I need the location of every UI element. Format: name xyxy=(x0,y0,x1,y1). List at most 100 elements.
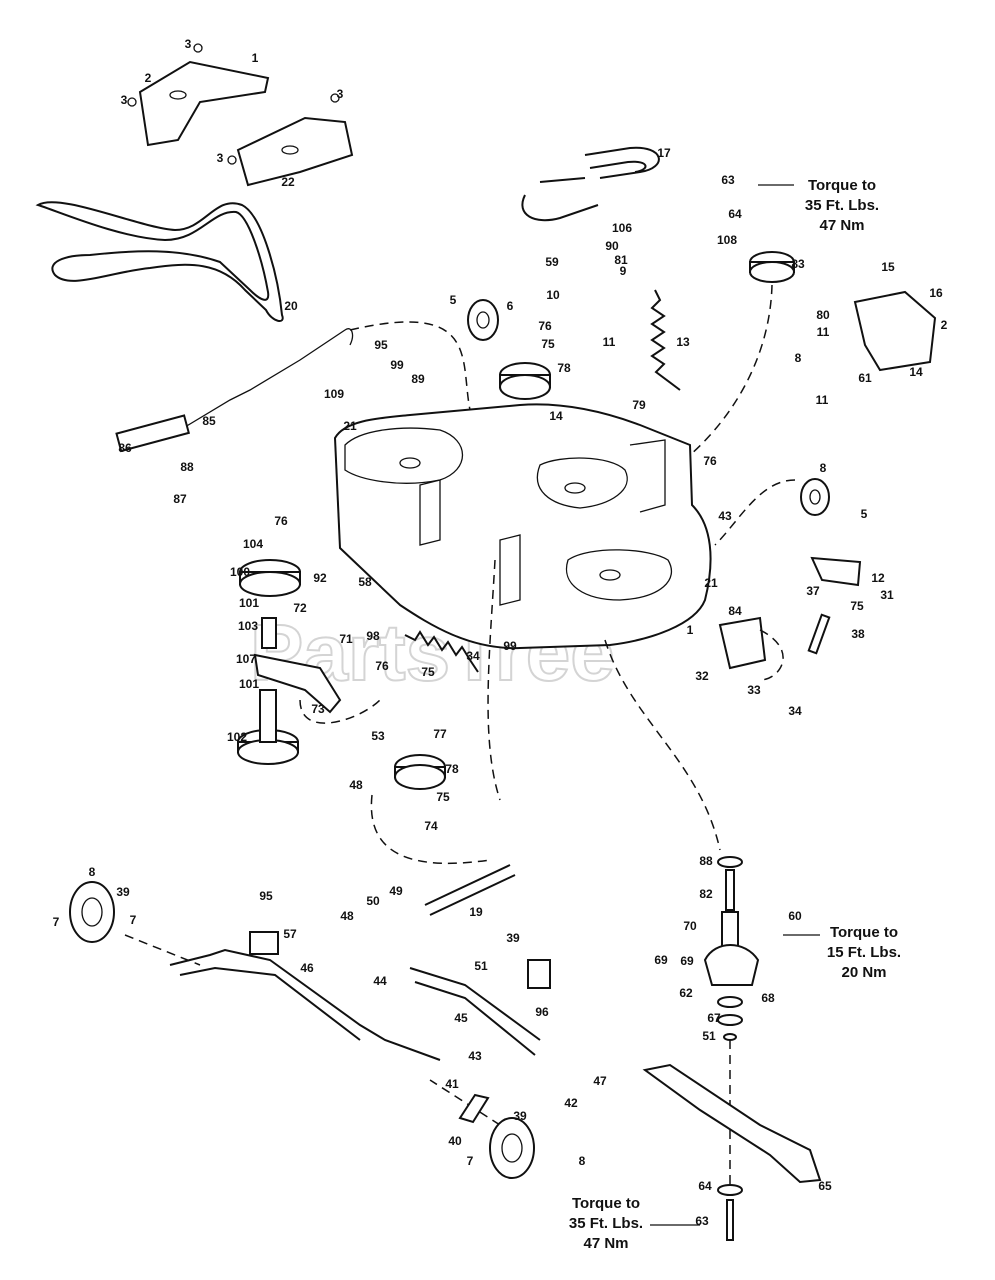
callout-label: 88 xyxy=(699,854,713,868)
callout-label: 39 xyxy=(513,1109,527,1123)
callout-label: 77 xyxy=(433,727,447,741)
callout-label: 7 xyxy=(467,1154,474,1168)
callout-label: 95 xyxy=(259,889,273,903)
callout-label: 12 xyxy=(871,571,885,585)
torque-note-3: Torque to 35 Ft. Lbs. 47 Nm xyxy=(569,1195,700,1252)
callout-label: 85 xyxy=(202,414,216,428)
callout-label: 65 xyxy=(818,1179,832,1193)
callout-label: 2 xyxy=(145,71,152,85)
torque-note-1: Torque to 35 Ft. Lbs. 47 Nm xyxy=(758,177,879,234)
callout-label: 101 xyxy=(239,677,259,691)
callout-label: 75 xyxy=(850,599,864,613)
callout-label: 5 xyxy=(861,507,868,521)
callout-label: 20 xyxy=(284,299,298,313)
callout-label: 103 xyxy=(238,619,258,633)
pulley-102 xyxy=(237,689,299,765)
callout-label: 43 xyxy=(468,1049,482,1063)
callout-label: 42 xyxy=(564,1096,578,1110)
callout-label: 46 xyxy=(300,961,314,975)
callout-label: 96 xyxy=(535,1005,549,1019)
callout-label: 37 xyxy=(806,584,820,598)
callout-label: 22 xyxy=(281,175,295,189)
bolt-38 xyxy=(807,613,831,655)
idler-pulley-78-bottom xyxy=(394,754,446,790)
callout-label: 5 xyxy=(450,293,457,307)
torque-note-3-line-3: 47 Nm xyxy=(583,1235,628,1252)
callout-label: 8 xyxy=(820,461,827,475)
callout-label: 21 xyxy=(704,576,718,590)
callout-label: 31 xyxy=(880,588,894,602)
gauge-wheel-39-bottom xyxy=(489,1117,535,1179)
callout-label: 75 xyxy=(436,790,450,804)
callout-label: 45 xyxy=(454,1011,468,1025)
callout-label: 48 xyxy=(349,778,363,792)
bracket-39-small xyxy=(527,959,551,989)
torque-note-2: Torque to 15 Ft. Lbs. 20 Nm xyxy=(783,924,901,981)
callout-label: 76 xyxy=(274,514,288,528)
callout-label: 58 xyxy=(358,575,372,589)
spindle-stack xyxy=(703,856,760,1241)
callout-label: 106 xyxy=(612,221,632,235)
callout-label: 9 xyxy=(620,264,627,278)
mower-blade-65 xyxy=(642,1063,822,1184)
callout-label: 107 xyxy=(236,652,256,666)
callout-label: 3 xyxy=(337,87,344,101)
callout-label: 11 xyxy=(603,335,616,349)
callout-label: 76 xyxy=(375,659,389,673)
deck-bracket-2 xyxy=(138,60,270,147)
callout-label: 69 xyxy=(680,954,694,968)
callout-label: 57 xyxy=(283,927,297,941)
callout-label: 72 xyxy=(293,601,307,615)
callout-label: 39 xyxy=(506,931,520,945)
callout-label: 44 xyxy=(373,974,387,988)
callout-label: 61 xyxy=(858,371,872,385)
callout-label: 101 xyxy=(239,596,259,610)
callout-label: 73 xyxy=(311,702,325,716)
cable-85 xyxy=(179,328,354,431)
assembly-path-3 xyxy=(714,479,796,546)
callout-label: 19 xyxy=(469,905,483,919)
callout-label: 3 xyxy=(185,37,192,51)
callout-label: 8 xyxy=(89,865,96,879)
callout-label: 76 xyxy=(538,319,552,333)
torque-note-2-line-1: Torque to xyxy=(830,924,898,941)
assembly-path-5 xyxy=(487,559,501,801)
callout-label: 84 xyxy=(728,604,742,618)
callout-label: 49 xyxy=(389,884,403,898)
callout-label: 62 xyxy=(679,986,693,1000)
callout-label: 74 xyxy=(424,819,438,833)
callout-label: 102 xyxy=(227,730,247,744)
torque-note-1-line-2: 35 Ft. Lbs. xyxy=(805,197,879,214)
callout-label: 1 xyxy=(687,623,694,637)
callout-label: 67 xyxy=(707,1011,721,1025)
u-bracket-17 xyxy=(584,146,660,179)
callout-label: 92 xyxy=(313,571,327,585)
assembly-path-4 xyxy=(604,639,721,851)
deck-bracket-22 xyxy=(236,116,354,187)
assembly-path-6 xyxy=(370,794,491,865)
assembly-path-7 xyxy=(299,699,381,724)
callout-label: 6 xyxy=(507,299,514,313)
lift-shaft-46 xyxy=(169,948,441,1061)
callout-label: 3 xyxy=(121,93,128,107)
callout-label: 109 xyxy=(324,387,344,401)
mower-deck-21 xyxy=(333,403,712,650)
callout-label: 82 xyxy=(699,887,713,901)
callout-label: 7 xyxy=(130,913,137,927)
callout-label: 108 xyxy=(717,233,737,247)
callout-label: 87 xyxy=(173,492,187,506)
callout-label: 88 xyxy=(180,460,194,474)
callout-label: 64 xyxy=(728,207,742,221)
callout-label: 98 xyxy=(366,629,380,643)
callout-label: 8 xyxy=(579,1154,586,1168)
callout-label: 16 xyxy=(929,286,943,300)
callout-label: 7 xyxy=(53,915,60,929)
callout-label: 21 xyxy=(343,419,357,433)
callout-label: 10 xyxy=(546,288,560,302)
idler-pulley-6-right xyxy=(800,478,830,516)
callout-label: 69 xyxy=(654,953,668,967)
callout-label: 70 xyxy=(683,919,697,933)
callout-label: 100 xyxy=(230,565,250,579)
assembly-path-1 xyxy=(349,321,471,411)
